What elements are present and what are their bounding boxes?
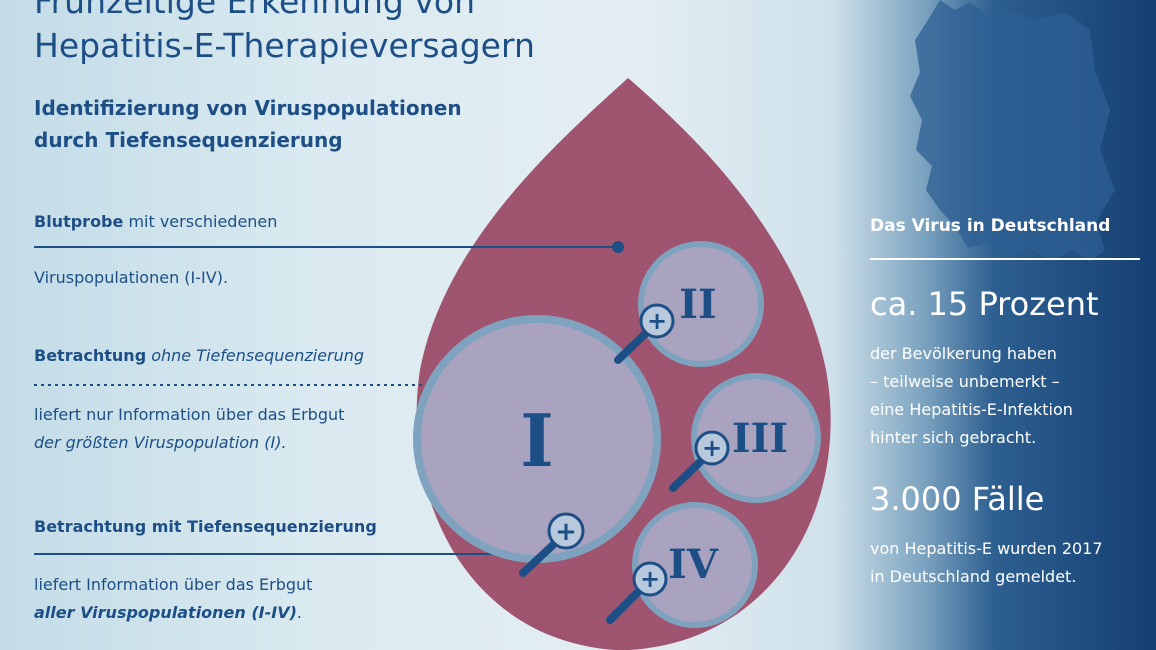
stat-percent-line: – teilweise unbemerkt – [870,372,1060,391]
without-line1: liefert nur Information über das Erbgut [34,405,345,424]
stat-cases-line: von Hepatitis-E wurden 2017 [870,539,1103,558]
without-italic: ohne Tiefensequenzierung [146,346,365,365]
with-line2-bold: aller Viruspopulationen (I-IV) [34,603,297,622]
stat-cases: 3.000 Fälle [870,480,1045,518]
side-heading: Das Virus in Deutschland [870,216,1111,236]
stat-percent-text: der Bevölkerung haben – teilweise unbeme… [870,340,1073,452]
page-title-line2: Hepatitis-E-Therapieversagern [34,26,535,65]
subtitle: Identifizierung von Viruspopulationen du… [34,92,462,156]
population-III: III [691,373,821,503]
without-line2: der größten Viruspopulation (I). [34,433,287,452]
stat-percent-line: eine Hepatitis-E-Infektion [870,400,1073,419]
population-IV-label: IV [668,541,719,588]
svg-text:+: + [640,565,660,593]
blood-sample-rest: mit verschiedenen [123,212,278,231]
population-I-label: I [520,398,554,483]
population-I: I [413,315,661,563]
population-IV: IV [632,502,758,628]
page-title-line1: Frühzeitige Erkennung von [34,0,476,21]
blood-sample-bold: Blutprobe [34,212,124,231]
magnifier-icon: + [606,561,668,624]
stat-percent-line: der Bevölkerung haben [870,344,1057,363]
magnifier-icon: + [614,303,675,364]
svg-text:+: + [702,434,722,462]
subtitle-line2: durch Tiefensequenzierung [34,128,343,152]
svg-text:+: + [555,517,577,547]
stat-percent: ca. 15 Prozent [870,285,1099,323]
with-line2: aller Viruspopulationen (I-IV). [34,603,302,622]
with-heading: Betrachtung mit Tiefensequenzierung [34,517,377,536]
population-II: II [638,241,764,367]
blood-sample-text: Blutprobe mit verschiedenen [34,212,277,231]
svg-text:+: + [647,307,667,335]
population-III-label: III [732,415,788,462]
population-II-label: II [679,281,716,328]
without-bold: Betrachtung [34,346,147,365]
germany-map-icon [910,0,1115,262]
with-line2-end: . [296,603,303,622]
stat-cases-text: von Hepatitis-E wurden 2017 in Deutschla… [870,535,1103,591]
magnifier-icon: + [519,512,585,577]
subtitle-line1: Identifizierung von Viruspopulationen [34,96,462,120]
without-heading: Betrachtung ohne Tiefensequenzierung [34,346,364,365]
magnifier-icon: + [669,430,730,492]
germany-panel [910,0,1115,262]
stat-percent-line: hinter sich gebracht. [870,428,1037,447]
blood-sample-dot [612,241,624,253]
side-divider [870,258,1140,260]
blood-sample-line2: Viruspopulationen (I-IV). [34,268,229,287]
stat-cases-line: in Deutschland gemeldet. [870,567,1077,586]
with-line1: liefert Information über das Erbgut [34,575,313,594]
